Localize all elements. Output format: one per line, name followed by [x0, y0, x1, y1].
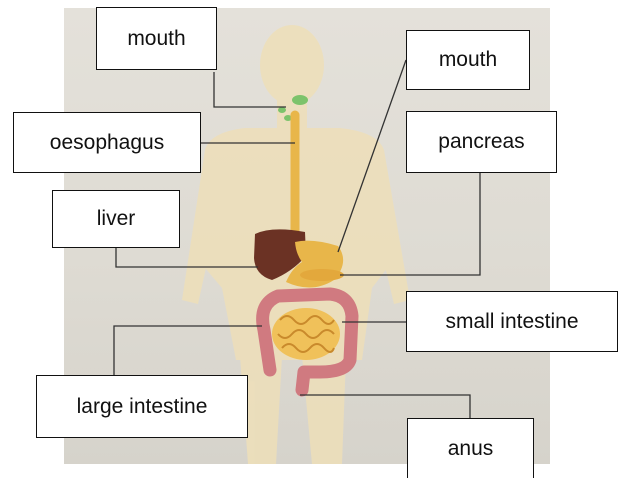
- label-small-intestine: small intestine: [406, 291, 618, 352]
- small-intestine-organ: [272, 308, 340, 360]
- label-mouth-right: mouth: [406, 30, 530, 90]
- label-liver: liver: [52, 190, 180, 248]
- label-anus: anus: [407, 418, 534, 478]
- label-mouth-left: mouth: [96, 7, 217, 70]
- label-oesophagus: oesophagus: [13, 112, 201, 173]
- pancreas-organ: [300, 269, 344, 281]
- label-pancreas: pancreas: [406, 111, 557, 173]
- label-large-intestine: large intestine: [36, 375, 248, 438]
